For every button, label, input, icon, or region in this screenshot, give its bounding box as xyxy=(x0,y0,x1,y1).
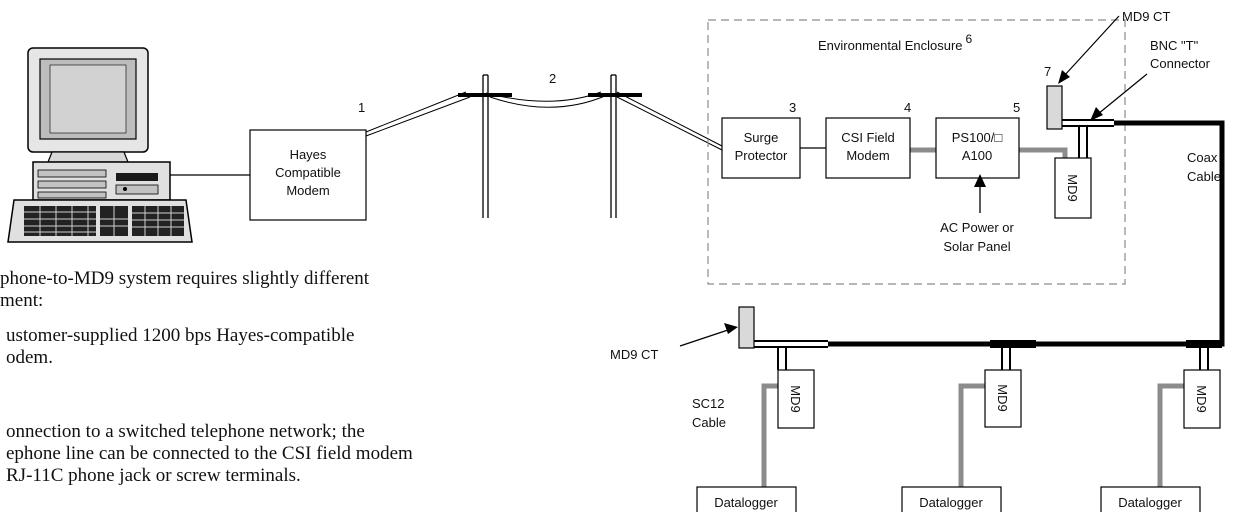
environmental-enclosure xyxy=(707,19,1126,285)
body-text-line-2: ment: xyxy=(0,290,44,311)
surge-protector-label-2: Protector xyxy=(735,148,788,163)
csi-field-modem-label-2: Modem xyxy=(846,148,889,163)
body-text-line-5: onnection to a switched telephone networ… xyxy=(6,421,365,442)
body-text-line-7: RJ-11C phone jack or screw terminals. xyxy=(6,465,301,486)
power-arrow xyxy=(974,174,986,213)
bnc-t-connector-2 xyxy=(990,340,1036,370)
body-text-line-4: odem. xyxy=(6,347,53,368)
sc12-label-1: SC12 xyxy=(692,396,725,411)
computer-icon xyxy=(7,47,193,243)
md9-box-2: MD9 xyxy=(984,369,1022,428)
md9-ct-bottom-arrow xyxy=(679,323,738,347)
power-note-2: Solar Panel xyxy=(943,239,1010,254)
telephone-pole-1 xyxy=(458,74,512,218)
md9-box-top: MD9 xyxy=(1054,157,1092,219)
md9-ct-top-arrow xyxy=(1058,15,1120,84)
sc12-label-2: Cable xyxy=(692,415,726,430)
body-text-line-3: ustomer-supplied 1200 bps Hayes-compatib… xyxy=(6,325,355,346)
md9-box-1: MD9 xyxy=(777,369,815,429)
bnc-arrow xyxy=(1090,73,1148,121)
sc12-cable-3 xyxy=(1157,383,1184,487)
gray-cable-ps-md9 xyxy=(1019,147,1068,158)
body-text-line-6: ephone line can be connected to the CSI … xyxy=(6,443,413,464)
surge-protector-label-1: Surge xyxy=(744,130,779,145)
datalogger-label-1: Datalogger xyxy=(714,495,778,510)
ps100-label-1: PS100/□ xyxy=(952,130,1003,145)
datalogger-box-3: Datalogger xyxy=(1100,486,1201,512)
bnc-label-2: Connector xyxy=(1150,56,1211,71)
datalogger-label-3: Datalogger xyxy=(1118,495,1182,510)
hayes-modem-label-1: Hayes xyxy=(290,147,327,162)
bnc-t-connector-top xyxy=(1062,119,1114,158)
hayes-modem-box: Hayes Compatible Modem xyxy=(249,129,367,221)
md9-ct-top-label: MD9 CT xyxy=(1122,9,1170,24)
md9-label-top: MD9 xyxy=(1065,174,1080,201)
callout-number-7: 7 xyxy=(1044,64,1051,79)
md9-label-3: MD9 xyxy=(1194,385,1209,412)
coax-label-2: Cable xyxy=(1187,169,1221,184)
body-text-line-1: phone-to-MD9 system requires slightly di… xyxy=(0,268,370,289)
telephone-line xyxy=(365,91,723,151)
coax-label-1: Coax xyxy=(1187,150,1218,165)
ps100-a100-box: PS100/□ A100 xyxy=(935,117,1020,179)
sc12-cable-2 xyxy=(958,383,985,487)
hayes-modem-label-3: Modem xyxy=(286,183,329,198)
csi-field-modem-box: CSI Field Modem xyxy=(825,117,911,179)
callout-number-3: 3 xyxy=(789,100,796,115)
bnc-t-connector-1 xyxy=(754,340,828,370)
callout-number-5: 5 xyxy=(1013,100,1020,115)
md9-ct-top xyxy=(1046,85,1063,130)
datalogger-label-2: Datalogger xyxy=(919,495,983,510)
datalogger-box-1: Datalogger xyxy=(696,486,797,512)
md9-ct-bottom-label: MD9 CT xyxy=(610,347,658,362)
md9-label-1: MD9 xyxy=(788,385,803,412)
datalogger-box-2: Datalogger xyxy=(901,486,1002,512)
md9-ct-bottom xyxy=(738,306,755,349)
power-note-1: AC Power or xyxy=(940,220,1014,235)
callout-number-4: 4 xyxy=(904,100,911,115)
md9-box-3: MD9 xyxy=(1183,369,1221,429)
surge-protector-box: Surge Protector xyxy=(721,117,801,179)
bnc-label-1: BNC "T" xyxy=(1150,38,1199,53)
md9-label-2: MD9 xyxy=(995,384,1010,411)
hayes-modem-label-2: Compatible xyxy=(275,165,341,180)
telephone-pole-2 xyxy=(588,74,642,218)
bnc-t-connector-3 xyxy=(1186,340,1222,370)
callout-number-1: 1 xyxy=(358,100,365,115)
ps100-label-2: A100 xyxy=(962,148,992,163)
csi-field-modem-label-1: CSI Field xyxy=(841,130,894,145)
callout-number-2: 2 xyxy=(549,71,556,86)
sc12-cable-1 xyxy=(761,383,780,487)
